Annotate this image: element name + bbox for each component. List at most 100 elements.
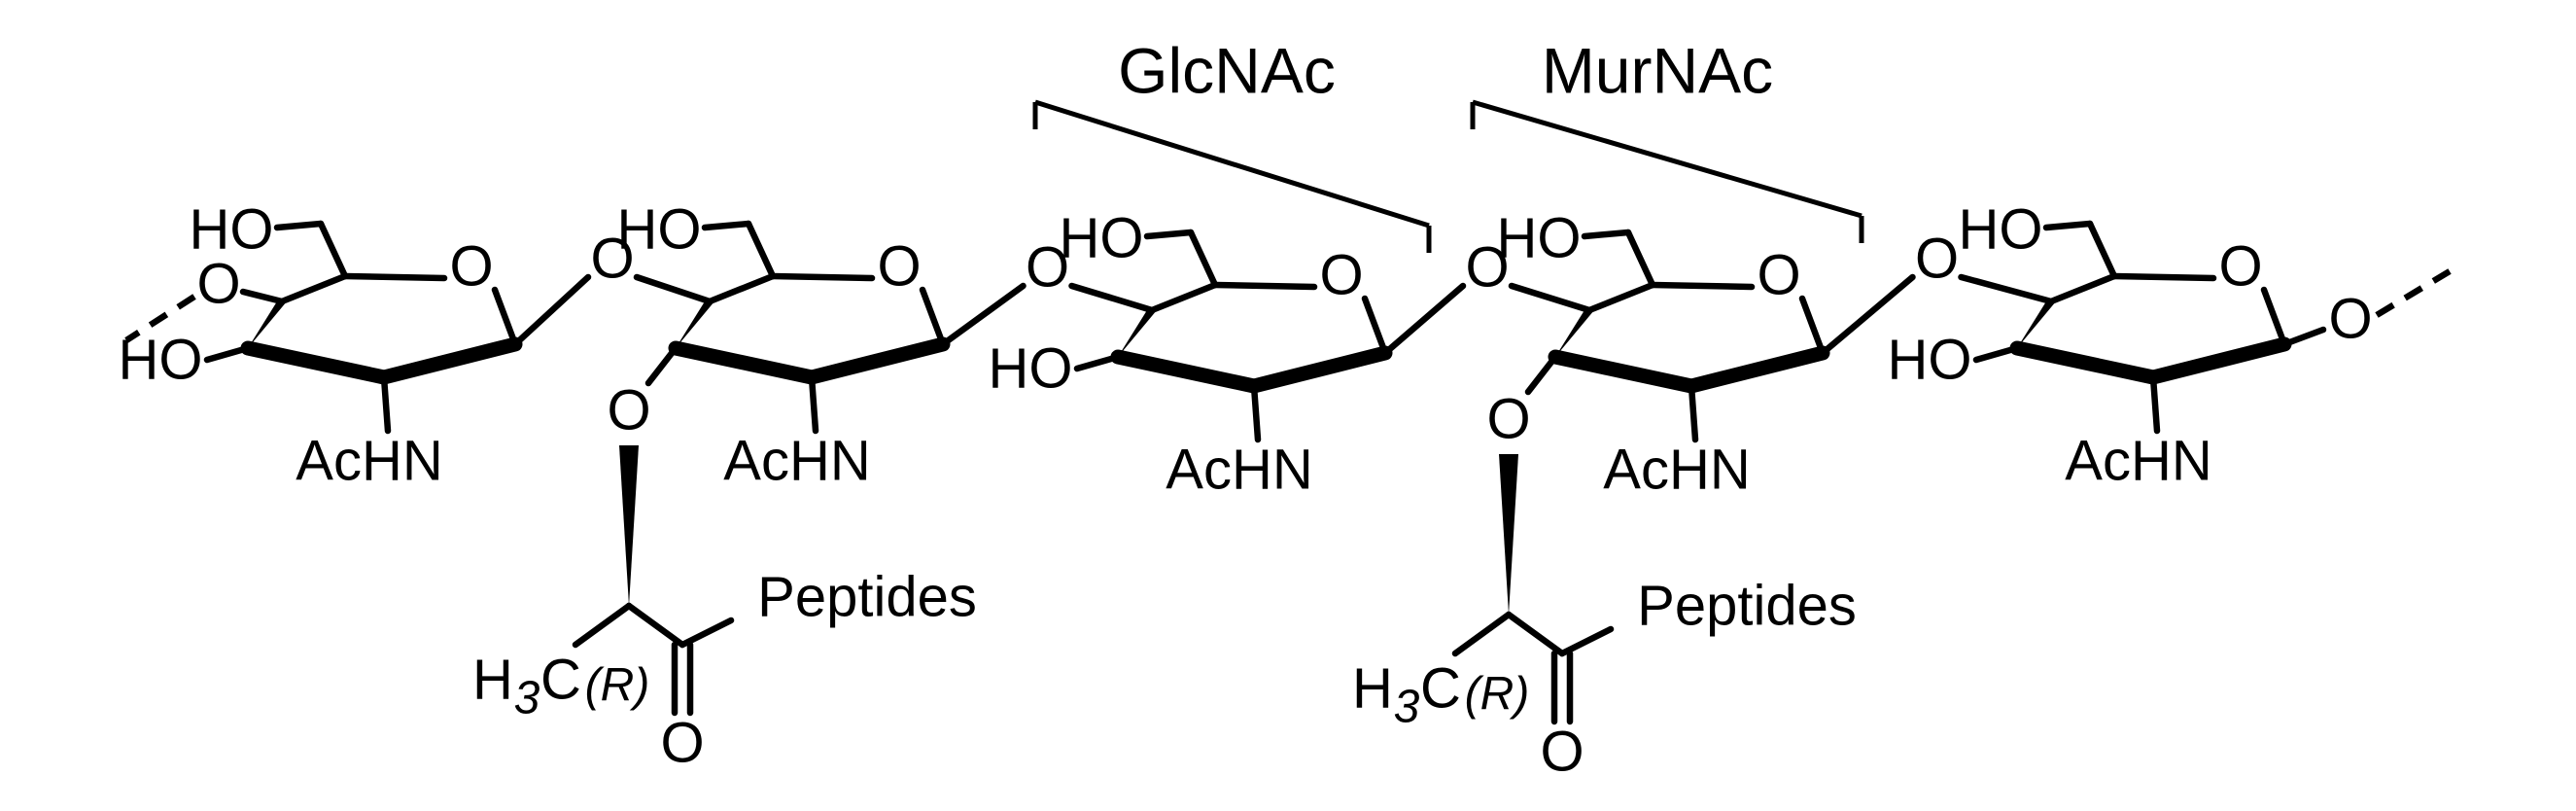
unit-4-bond-ch-co (1505, 611, 1566, 657)
unit-3-bond-c1-c2 (1246, 345, 1393, 394)
unit-3-ho-3: HO (989, 336, 1073, 400)
chain-end-dash (2375, 268, 2452, 318)
unit-3-wedge-c3-c4 (1118, 310, 1157, 357)
unit-4-bond-c5-o (1649, 281, 1756, 291)
chain-end-oxygen: O (2328, 287, 2372, 350)
unit-5-bond-c1-c2 (2145, 336, 2292, 385)
unit-5-bond-c5-o (2110, 272, 2217, 282)
unit-5-bond-o-c1 (2260, 286, 2288, 348)
unit-3-achn: AcHN (1166, 438, 1312, 501)
glycosidic-oxygen-4: O (1915, 227, 1959, 290)
unit-3-bond-c6-o6 (1143, 229, 1195, 240)
unit-5-bond-c2-c3 (2009, 340, 2161, 385)
unit-1-ring-oxygen: O (449, 234, 493, 298)
unit-5-bond-c4-c5 (2047, 272, 2118, 305)
unit-1-bond-c5-c6 (317, 220, 349, 280)
unit-2-h3c-h: H (472, 648, 513, 711)
unit-1-bond-c4-c5 (278, 272, 349, 305)
unit-3-bond-c4-c5 (1148, 281, 1219, 314)
unit-3-bond-o-c1 (1361, 295, 1389, 357)
unit-2-bond-o-c1 (919, 286, 947, 348)
unit-2-h3c-sub: 3 (514, 673, 540, 724)
unit-1-wedge-c3-c4 (248, 301, 287, 348)
unit-3-ho-6: HO (1060, 206, 1144, 269)
unit-4-carbonyl-oxygen: O (1540, 720, 1584, 783)
unit-4-bond-c1-c2 (1684, 345, 1830, 394)
unit-4-achn: AcHN (1603, 438, 1750, 501)
unit-3-ring-oxygen: O (1319, 243, 1363, 306)
unit-3-bond-c5-o (1211, 281, 1318, 291)
unit-3-bond-c5-c6 (1187, 229, 1219, 289)
unit-5-ho-3: HO (1888, 328, 1972, 391)
unit-4-h3c-h: H (1352, 656, 1393, 720)
unit-4-bond-c3-o3 (1524, 353, 1559, 396)
unit-4-bond-c4-c5 (1585, 281, 1656, 314)
unit-2-bond-c5-c6 (745, 220, 777, 280)
unit-2-bond-c3-o3 (644, 344, 679, 387)
unit-3-bond-c2-c3 (1110, 349, 1262, 394)
glycosidic-oxygen-1: O (590, 227, 634, 290)
glycosidic-bond-3-b (1508, 282, 1593, 314)
unit-4-bond-co-peptide (1558, 625, 1615, 657)
glycosidic-bond-2-b (1068, 282, 1156, 314)
unit-3-bond-c3-o3 (1073, 353, 1122, 372)
unit-1-bond-c3-o3 (203, 344, 252, 364)
unit-2-achn: AcHN (723, 429, 870, 492)
unit-4-bond-c5-c6 (1624, 229, 1656, 289)
unit-2-lactyl-wedge (619, 445, 639, 606)
unit-2-bond-c5-o (769, 272, 876, 282)
glycosidic-bond-4-a (1819, 273, 1916, 357)
unit-brackets: GlcNAc MurNAc (1032, 34, 1864, 253)
unit-4-lactyl-oxygen: O (1486, 387, 1530, 450)
unit-5-bond-c6-o6 (2042, 220, 2094, 231)
glycosidic-bond-4-b (1958, 273, 2055, 305)
unit-5-achn: AcHN (2065, 429, 2211, 492)
bracket-glcnac-label: GlcNAc (1118, 34, 1336, 106)
bracket-murnac-label: MurNAc (1542, 34, 1773, 106)
unit-2-bond-c1-c2 (804, 336, 951, 385)
bracket-murnac-bar (1472, 99, 1862, 219)
unit-4-ring-oxygen: O (1757, 243, 1800, 306)
unit-5-wedge-c3-c4 (2017, 301, 2056, 348)
unit-5-ring-oxygen: O (2218, 234, 2262, 298)
unit-4-bond-c6-o6 (1581, 229, 1632, 240)
bracket-glcnac-bar (1034, 99, 1430, 229)
unit-1-bond-c5-o (341, 272, 448, 282)
glycosidic-oxygen-2: O (1026, 235, 1069, 299)
unit-2-lactyl-oxygen: O (607, 378, 650, 441)
unit-4-stereo-r: (R) (1465, 669, 1530, 721)
unit-4-bond-c2-c3 (1548, 349, 1699, 394)
unit-2-bond-ch-co (625, 602, 686, 649)
unit-5-bond-c2-n (2149, 373, 2161, 435)
unit-1-achn: AcHN (296, 429, 442, 492)
unit-2-bond-c2-c3 (668, 340, 819, 385)
unit-2-ring-oxygen: O (877, 234, 921, 298)
unit-2-peptides: Peptides (757, 565, 977, 628)
unit-4-bond-ch-ch3 (1451, 611, 1513, 657)
glycosidic-bond-2-a (939, 282, 1027, 348)
glycosidic-bond-1-a (511, 273, 592, 348)
unit-2-carbonyl-oxygen: O (660, 711, 704, 774)
unit-2-stereo-r: (R) (585, 660, 650, 712)
unit-2-bond-co-peptide (679, 617, 735, 649)
unit-1-bond-c6-o6 (273, 220, 325, 231)
unit-1-bond-c2-n (380, 373, 392, 435)
chain-start-oxygen: O (196, 252, 240, 315)
unit-5-ho-6: HO (1959, 197, 2043, 261)
unit-2-h3c-c: C (540, 648, 581, 711)
unit-4-ho-6: HO (1497, 206, 1582, 269)
chain-start-bond (239, 288, 286, 305)
glycosidic-bond-3-a (1381, 282, 1467, 357)
unit-4-lactyl-wedge (1499, 454, 1518, 615)
unit-2-bond-c4-c5 (706, 272, 777, 305)
unit-1-bond-o-c1 (491, 286, 519, 348)
unit-4-wedge-c3-c4 (1555, 310, 1594, 357)
unit-4-h3c-sub: 3 (1394, 682, 1420, 733)
unit-5-bond-c5-c6 (2086, 220, 2118, 280)
unit-2-bond-c6-o6 (701, 220, 752, 231)
chain-start-dash (124, 294, 196, 343)
unit-1-bond-c1-c2 (376, 336, 523, 385)
unit-1-ho-6: HO (190, 197, 274, 261)
